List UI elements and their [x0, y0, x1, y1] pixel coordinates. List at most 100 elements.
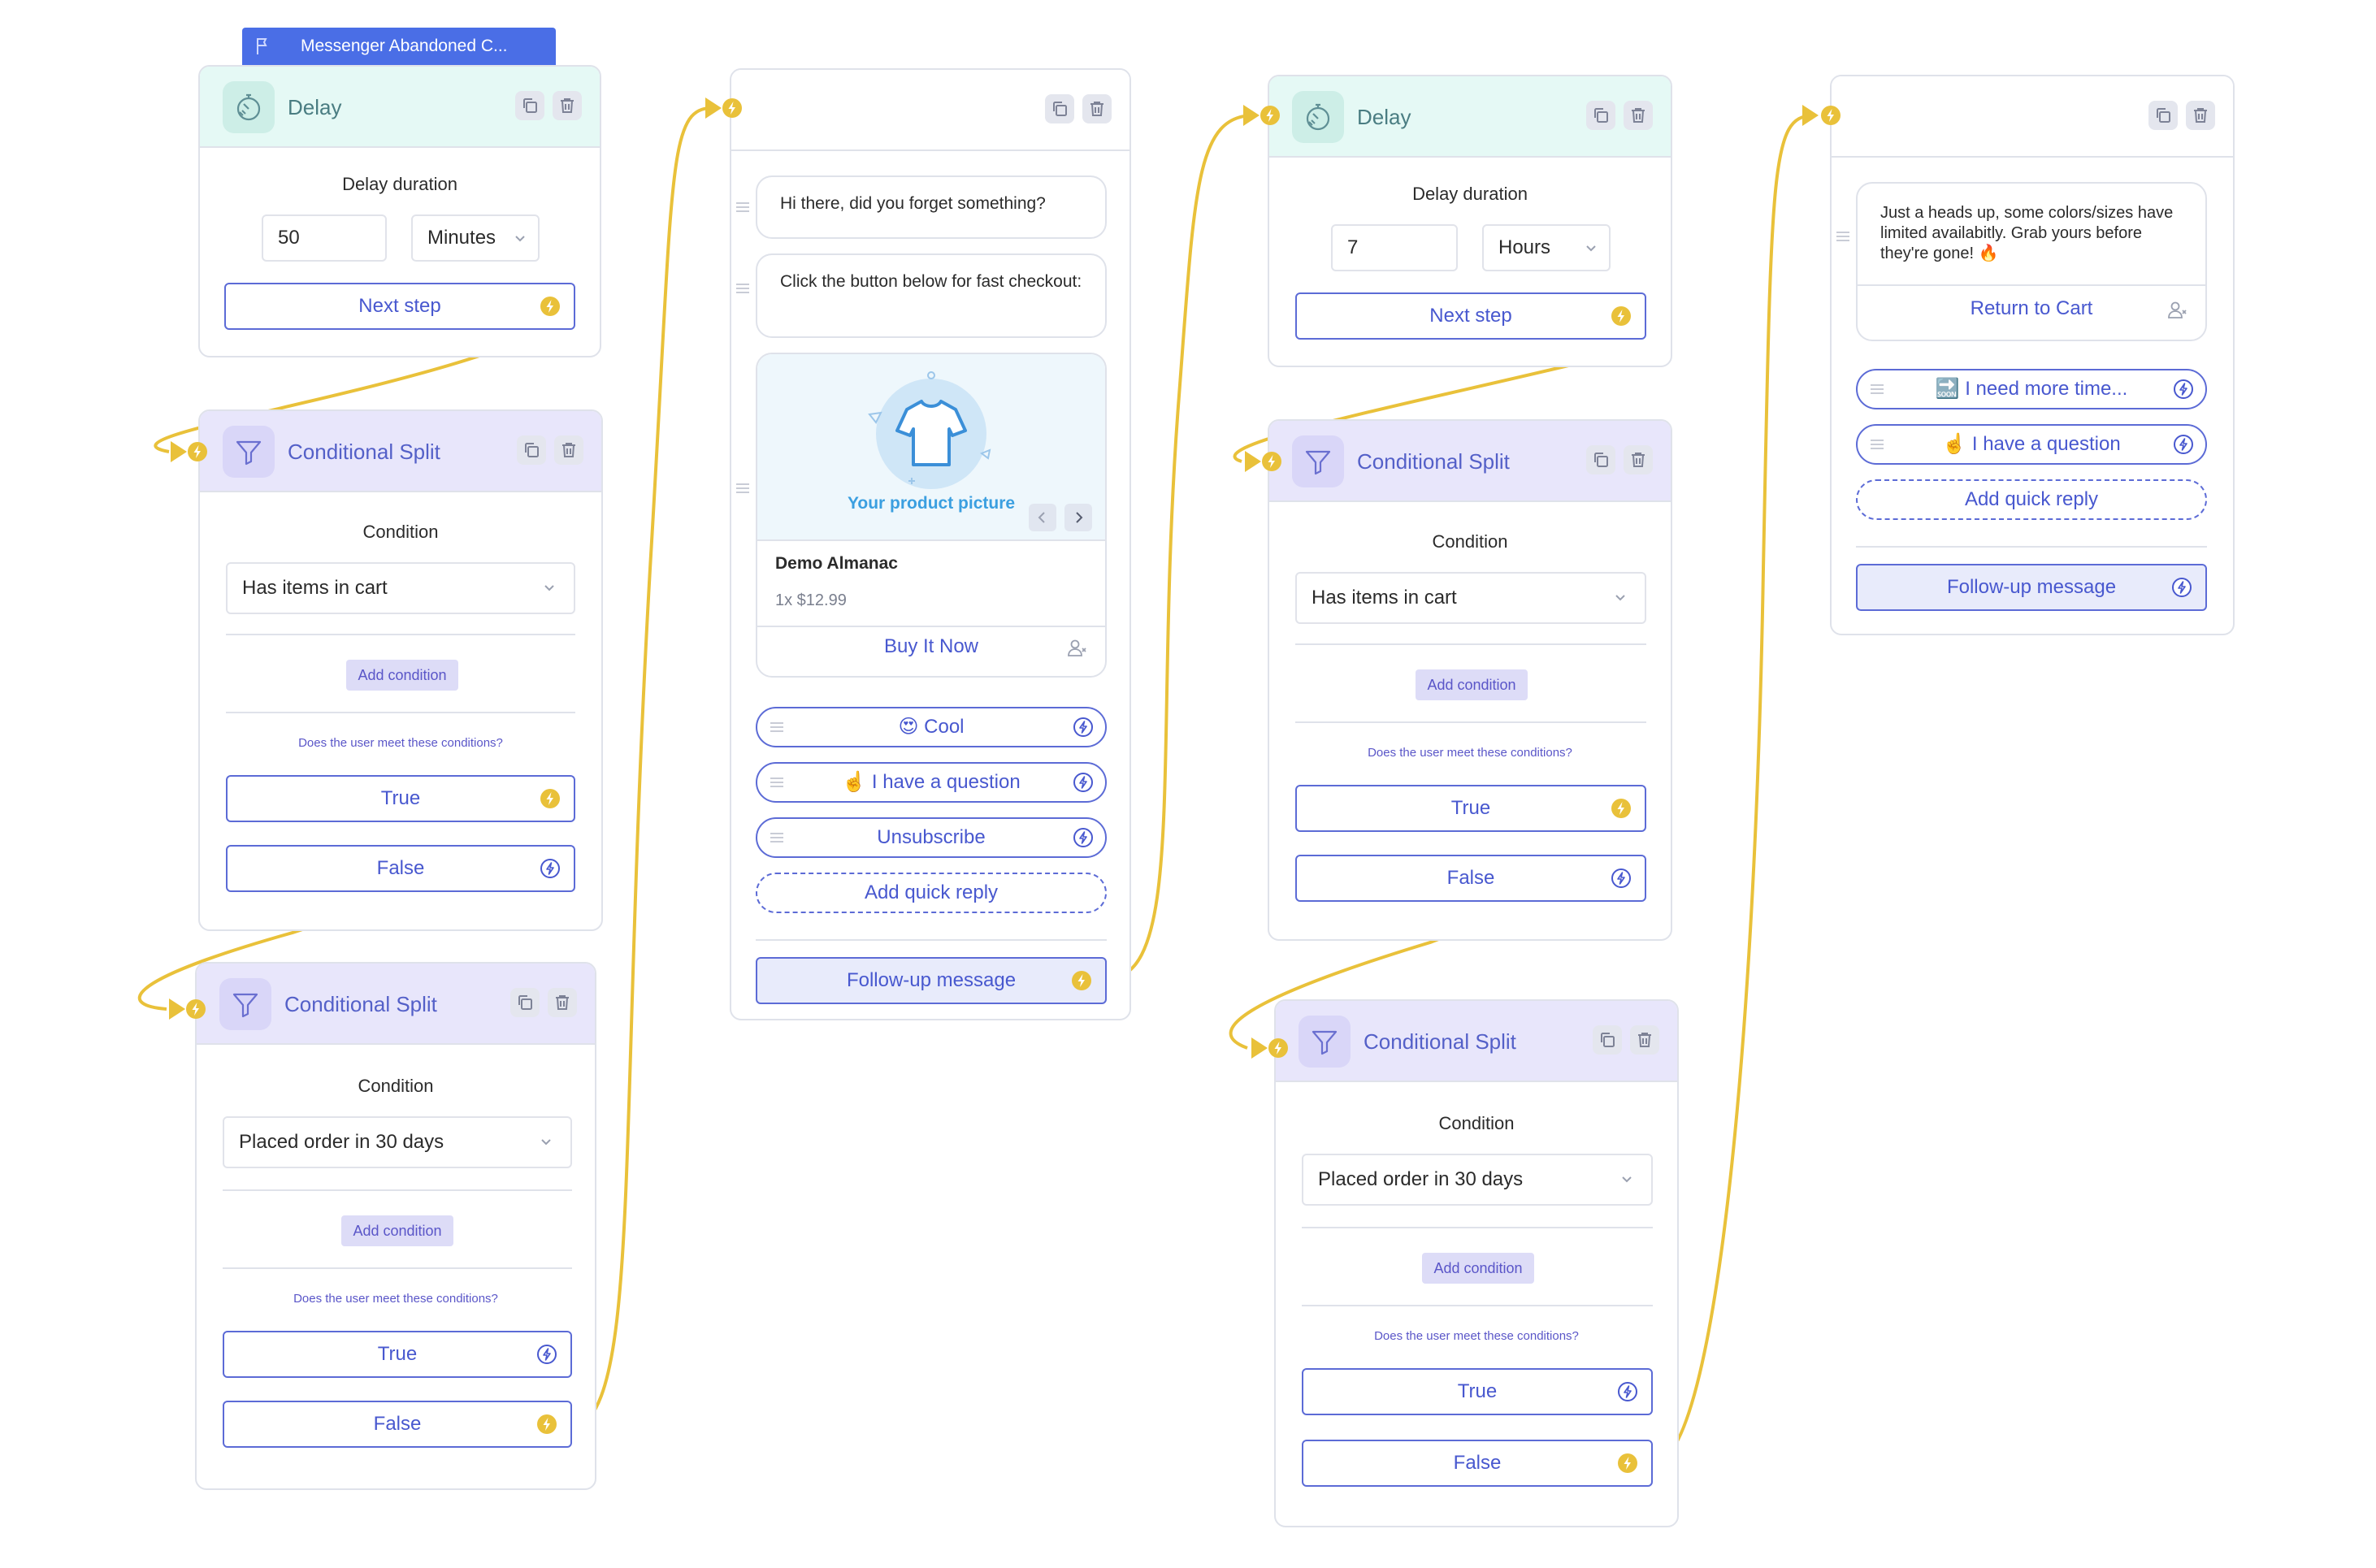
return-to-cart-button[interactable]: Return to Cart	[1970, 297, 2093, 319]
bolt-icon[interactable]	[722, 97, 743, 119]
copy-icon[interactable]	[1586, 101, 1615, 130]
delay-unit-select[interactable]: Minutes	[411, 214, 540, 262]
drag-handle-icon[interactable]	[736, 481, 749, 496]
buy-it-now-button[interactable]: Buy It Now	[883, 635, 979, 657]
trash-icon[interactable]	[2186, 101, 2215, 130]
true-branch-button[interactable]: True	[1302, 1368, 1653, 1415]
message-block[interactable]: Just a heads up, some colors/sizes have …	[1856, 182, 2207, 341]
next-step-button[interactable]: Next step	[1295, 292, 1646, 340]
add-condition-button[interactable]: Add condition	[341, 1215, 453, 1246]
drag-handle-icon[interactable]	[736, 281, 749, 296]
add-quick-reply-button[interactable]: Add quick reply	[1856, 479, 2207, 520]
conditional-split-card-3[interactable]: Conditional Split Condition Has items in…	[1268, 419, 1672, 941]
bolt-icon[interactable]	[1617, 1381, 1638, 1402]
condition-select[interactable]: Has items in cart	[1295, 572, 1646, 624]
copy-icon[interactable]	[1586, 445, 1615, 474]
next-step-button[interactable]: Next step	[224, 283, 575, 330]
false-branch-button[interactable]: False	[223, 1401, 572, 1448]
false-branch-button[interactable]: False	[1295, 855, 1646, 902]
copy-icon[interactable]	[2148, 101, 2178, 130]
condition-select[interactable]: Placed order in 30 days	[1302, 1154, 1653, 1206]
true-branch-button[interactable]: True	[1295, 785, 1646, 832]
add-condition-button[interactable]: Add condition	[346, 660, 458, 691]
drag-handle-icon[interactable]	[1871, 382, 1884, 396]
true-branch-button[interactable]: True	[223, 1331, 572, 1378]
bolt-icon[interactable]	[1071, 970, 1092, 991]
message-card-1[interactable]: Hi there, did you forget something? Clic…	[730, 68, 1131, 1020]
add-condition-button[interactable]: Add condition	[1422, 1253, 1534, 1284]
bolt-icon[interactable]	[1260, 105, 1281, 126]
delay-value-input[interactable]: 50	[262, 214, 387, 262]
bolt-icon[interactable]	[1073, 717, 1094, 738]
message-bubble[interactable]: Click the button below for fast checkout…	[756, 253, 1107, 338]
flow-name-tab[interactable]: Messenger Abandoned C...	[242, 28, 556, 65]
bolt-icon[interactable]	[1617, 1453, 1638, 1474]
bolt-icon[interactable]	[2173, 434, 2194, 455]
delay-card-1[interactable]: Delay Delay duration 50 Minutes Next ste…	[198, 65, 601, 357]
trash-icon[interactable]	[554, 435, 583, 465]
product-image-placeholder: Your product picture	[757, 354, 1105, 541]
drag-handle-icon[interactable]	[770, 720, 783, 734]
trash-icon[interactable]	[548, 988, 577, 1017]
drag-handle-icon[interactable]	[736, 200, 749, 214]
delay-value-input[interactable]: 7	[1331, 224, 1458, 271]
conditional-split-card-1[interactable]: Conditional Split Condition Has items in…	[198, 409, 603, 931]
drag-handle-icon[interactable]	[1836, 229, 1849, 244]
quick-reply-question[interactable]: ☝️ I have a question	[1856, 424, 2207, 465]
message-bubble[interactable]: Hi there, did you forget something?	[756, 175, 1107, 239]
chevron-right-icon[interactable]	[1064, 504, 1092, 531]
bolt-icon[interactable]	[2171, 577, 2192, 598]
bolt-icon[interactable]	[540, 296, 561, 317]
delay-card-2[interactable]: Delay Delay duration 7 Hours Next step	[1268, 75, 1672, 367]
conditional-split-card-2[interactable]: Conditional Split Condition Placed order…	[195, 962, 596, 1490]
bolt-icon[interactable]	[187, 441, 208, 462]
bolt-icon[interactable]	[1073, 772, 1094, 793]
copy-icon[interactable]	[510, 988, 540, 1017]
node-title: Conditional Split	[288, 440, 440, 464]
bolt-icon[interactable]	[1820, 105, 1841, 126]
drag-handle-icon[interactable]	[770, 775, 783, 790]
false-branch-button[interactable]: False	[1302, 1440, 1653, 1487]
bolt-icon[interactable]	[536, 1414, 557, 1435]
quick-reply-cool[interactable]: 😍 Cool	[756, 707, 1107, 747]
bolt-icon[interactable]	[2173, 379, 2194, 400]
add-quick-reply-button[interactable]: Add quick reply	[756, 873, 1107, 913]
conditional-split-card-4[interactable]: Conditional Split Condition Placed order…	[1274, 999, 1679, 1527]
quick-reply-more-time[interactable]: 🔜 I need more time...	[1856, 369, 2207, 409]
trash-icon[interactable]	[1624, 101, 1653, 130]
trash-icon[interactable]	[1082, 94, 1112, 123]
bolt-icon[interactable]	[540, 858, 561, 879]
follow-up-message-button[interactable]: Follow-up message	[1856, 564, 2207, 611]
trash-icon[interactable]	[553, 91, 582, 120]
bolt-icon[interactable]	[1611, 868, 1632, 889]
chevron-left-icon[interactable]	[1029, 504, 1056, 531]
copy-icon[interactable]	[1593, 1025, 1622, 1055]
delay-unit-select[interactable]: Hours	[1482, 224, 1611, 271]
bolt-icon[interactable]	[1268, 1037, 1289, 1059]
quick-reply-unsubscribe[interactable]: Unsubscribe	[756, 817, 1107, 858]
bolt-icon[interactable]	[1611, 305, 1632, 327]
condition-select[interactable]: Has items in cart	[226, 562, 575, 614]
drag-handle-icon[interactable]	[1871, 437, 1884, 452]
bolt-icon[interactable]	[536, 1344, 557, 1365]
copy-icon[interactable]	[515, 91, 544, 120]
add-condition-button[interactable]: Add condition	[1416, 669, 1528, 700]
bolt-icon[interactable]	[1261, 451, 1282, 472]
false-branch-button[interactable]: False	[226, 845, 575, 892]
bolt-icon[interactable]	[1611, 798, 1632, 819]
message-text[interactable]: Just a heads up, some colors/sizes have …	[1880, 204, 2174, 262]
follow-up-message-button[interactable]: Follow-up message	[756, 957, 1107, 1004]
bolt-icon[interactable]	[185, 998, 206, 1020]
product-card[interactable]: Your product picture Demo Almanac 1x $12…	[756, 353, 1107, 678]
condition-select[interactable]: Placed order in 30 days	[223, 1116, 572, 1168]
bolt-icon[interactable]	[540, 788, 561, 809]
bolt-icon[interactable]	[1073, 827, 1094, 848]
true-branch-button[interactable]: True	[226, 775, 575, 822]
trash-icon[interactable]	[1624, 445, 1653, 474]
quick-reply-question[interactable]: ☝️ I have a question	[756, 762, 1107, 803]
copy-icon[interactable]	[517, 435, 546, 465]
drag-handle-icon[interactable]	[770, 830, 783, 845]
message-card-2[interactable]: Just a heads up, some colors/sizes have …	[1830, 75, 2235, 635]
copy-icon[interactable]	[1045, 94, 1074, 123]
trash-icon[interactable]	[1630, 1025, 1659, 1055]
